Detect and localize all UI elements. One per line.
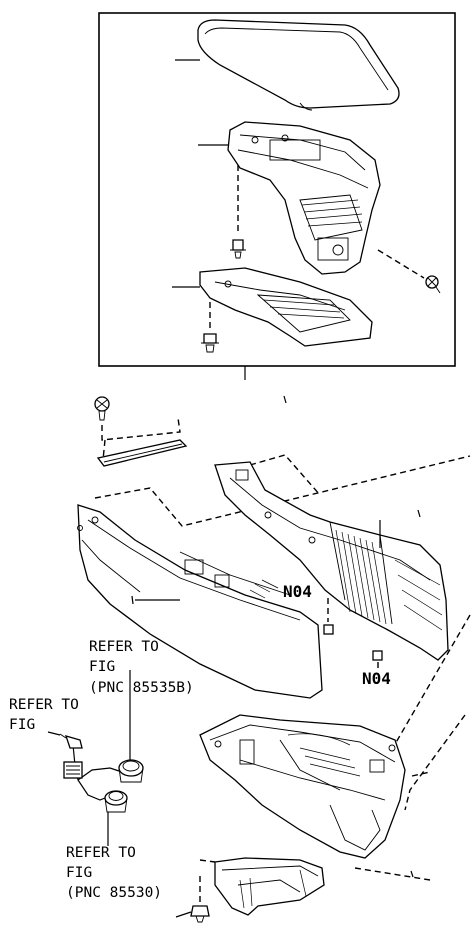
n04-label-upper: N04 <box>283 582 312 601</box>
refer-left-line1: REFER TO <box>9 697 79 713</box>
power-outlet-harness <box>59 733 144 813</box>
guide-dash-right-long <box>379 614 471 811</box>
armrest-tray <box>199 267 373 347</box>
refer-left-line2: FIG <box>9 717 35 733</box>
refer-block-pnc-85530: REFER TO FIG (PNC 85530) <box>66 845 162 901</box>
n04-label-lower: N04 <box>362 669 391 688</box>
outlet-upper <box>118 759 144 783</box>
guide-dash-box <box>354 771 431 881</box>
right-side-panel <box>214 461 449 661</box>
duct-dash <box>199 859 216 905</box>
ref-tick-2 <box>417 509 421 518</box>
clip-upper <box>323 624 334 635</box>
rear-duct <box>214 857 325 916</box>
left-side-panel <box>77 504 323 699</box>
guide-dash-lower-panel <box>94 455 471 527</box>
leader-plug <box>47 731 61 736</box>
refer-block-left: REFER TO FIG <box>9 697 79 733</box>
refer-b-line3: (PNC 85535B) <box>89 680 194 696</box>
console-box <box>199 714 406 859</box>
refer-b-line2: FIG <box>89 659 115 675</box>
screw-dash-right <box>377 249 425 279</box>
duct-clip <box>190 905 210 923</box>
guide-dash-right-panel <box>249 454 321 496</box>
screw-left-upper <box>230 239 246 259</box>
refer-c-line3: (PNC 85530) <box>66 885 162 901</box>
outlet-lower <box>104 790 128 813</box>
trim-screw <box>94 396 110 421</box>
armrest-cushion <box>197 19 400 111</box>
connector-plug <box>59 733 83 749</box>
trim-strip <box>96 439 188 467</box>
armrest-base <box>227 121 381 275</box>
duct-clip-leader <box>175 911 192 918</box>
refer-b-line1: REFER TO <box>89 639 159 655</box>
ref-tick-3 <box>410 870 414 878</box>
clip-lower <box>372 650 383 661</box>
refer-c-line1: REFER TO <box>66 845 136 861</box>
armrest-assembly-frame <box>98 12 456 367</box>
screw-left-lower <box>201 333 219 353</box>
refer-block-pnc-85535b: REFER TO FIG (PNC 85535B) <box>89 639 194 696</box>
refer-c-line2: FIG <box>66 865 92 881</box>
ref-tick-1 <box>283 395 287 404</box>
screw-right <box>425 275 441 294</box>
trim-strip-dash-box <box>101 417 181 461</box>
ref-tick-left <box>131 595 134 605</box>
